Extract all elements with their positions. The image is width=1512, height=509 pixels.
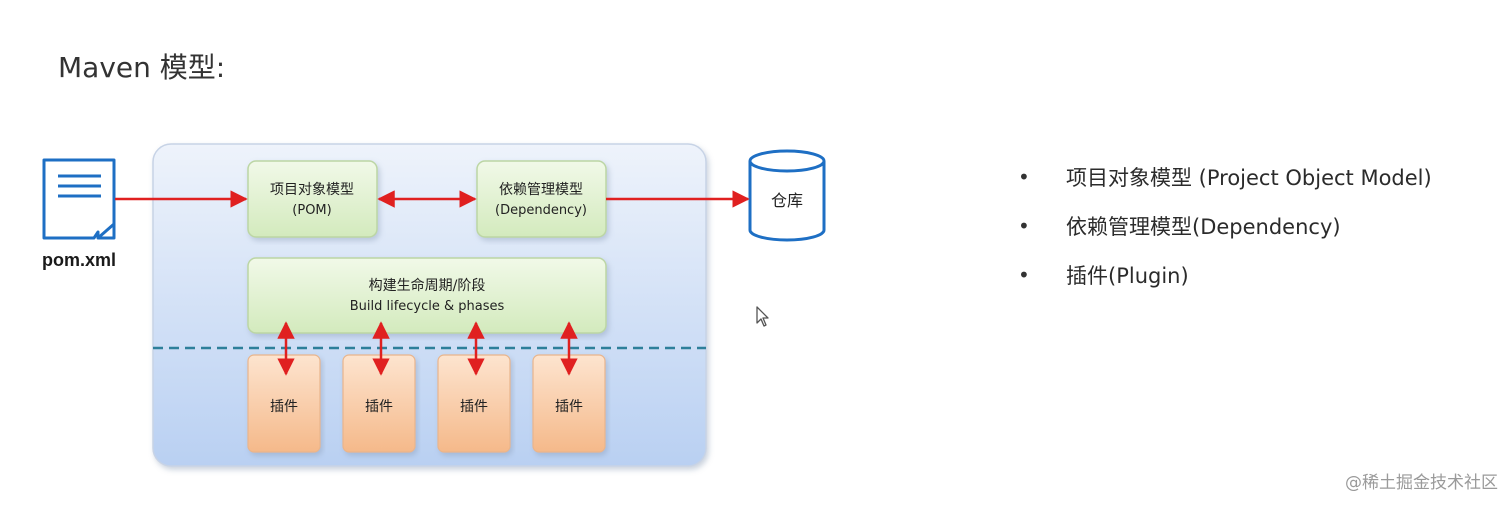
watermark: @稀土掘金技术社区 [1345, 473, 1498, 493]
slide-title: Maven 模型: [58, 51, 226, 84]
bullet-text: 项目对象模型 (Project Object Model) [1066, 165, 1432, 190]
repository-label: 仓库 [771, 191, 803, 210]
feature-bullet-list: • 项目对象模型 (Project Object Model) • 依赖管理模型… [1018, 152, 1432, 299]
bullet-dot: • [1018, 213, 1030, 238]
lifecycle-box [247, 257, 607, 334]
plugin-label: 插件 [270, 399, 298, 415]
bullet-item: • 插件(Plugin) [1018, 250, 1432, 299]
dependency-model-sublabel: (Dependency) [495, 203, 587, 218]
pom-file-label: pom.xml [42, 250, 116, 270]
mouse-cursor-icon [756, 306, 769, 327]
pom-model-sublabel: (POM) [292, 203, 331, 218]
bullet-dot: • [1018, 262, 1030, 287]
lifecycle-label: 构建生命周期/阶段 [369, 277, 486, 294]
bullet-text: 插件(Plugin) [1066, 263, 1189, 288]
bullet-item: • 项目对象模型 (Project Object Model) [1018, 152, 1432, 201]
plugin-label: 插件 [460, 399, 488, 415]
lifecycle-sublabel: Build lifecycle & phases [350, 299, 505, 314]
repository-icon [748, 149, 826, 242]
dependency-model-label: 依赖管理模型 [499, 182, 583, 198]
plugin-label: 插件 [365, 399, 393, 415]
pom-model-box [247, 160, 378, 238]
bullet-item: • 依赖管理模型(Dependency) [1018, 201, 1432, 250]
bullet-dot: • [1018, 164, 1030, 189]
dependency-model-box [476, 160, 607, 238]
plugin-label: 插件 [555, 399, 583, 415]
pom-model-label: 项目对象模型 [270, 182, 354, 198]
bullet-text: 依赖管理模型(Dependency) [1066, 214, 1341, 239]
document-icon [42, 158, 116, 240]
